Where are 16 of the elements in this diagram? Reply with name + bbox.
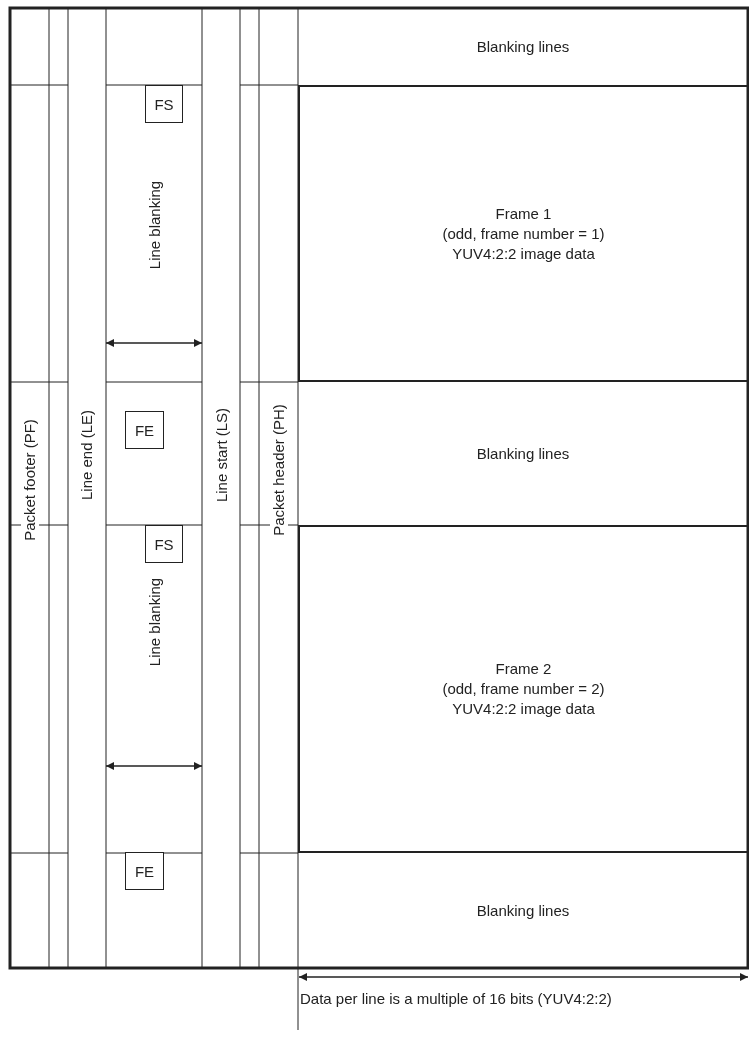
region-label: Blanking lines (476, 443, 570, 464)
dimension-label: Data per line is a multiple of 16 bits (YUV4:2:2) (300, 990, 612, 1007)
column-label: Packet footer (PF) (21, 417, 39, 543)
marker-tag: FE (125, 411, 164, 449)
marker-tag: FS (145, 85, 183, 123)
frame-region (298, 85, 749, 382)
frame-description: (odd, frame number = 1) YUV4:2:2 image data (441, 223, 606, 264)
frame-title: Frame 1 (495, 203, 552, 224)
frame-title: Frame 2 (495, 659, 552, 679)
frame-description: (odd, frame number = 2) YUV4:2:2 image data (441, 679, 606, 719)
marker-tag: FE (125, 852, 164, 890)
region-label: Blanking lines (476, 900, 570, 921)
region-label: Blanking lines (476, 36, 570, 57)
column-label: Packet header (PH) (270, 402, 288, 538)
frame-region (298, 525, 749, 853)
marker-tag: FS (145, 525, 183, 563)
